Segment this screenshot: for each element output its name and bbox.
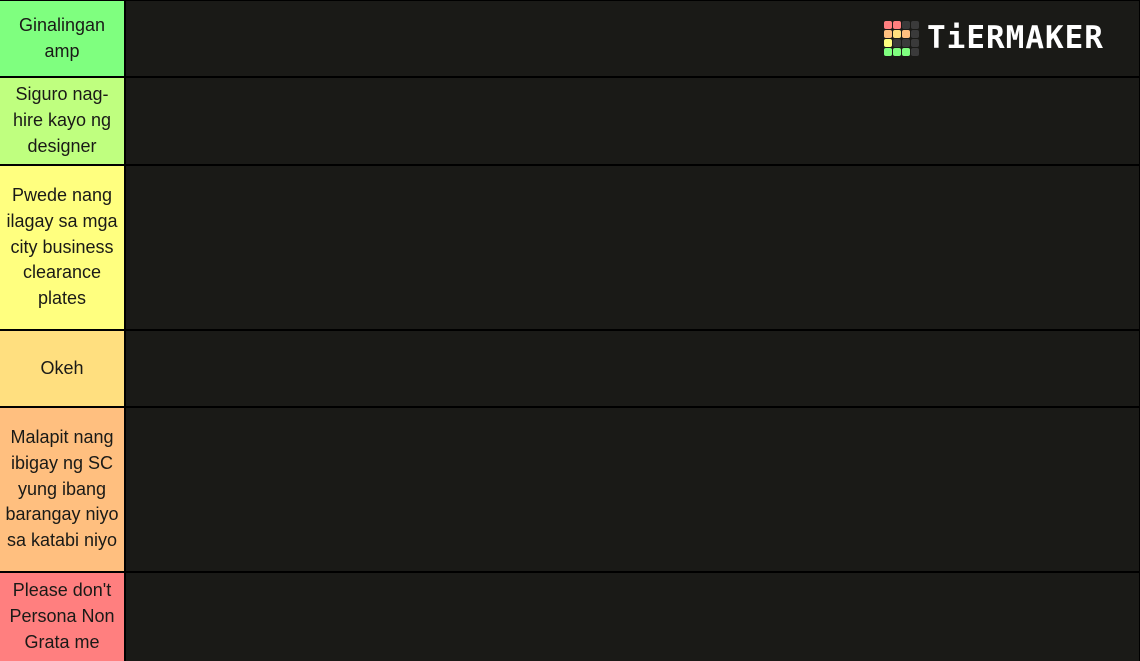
tier-items-6[interactable] xyxy=(126,573,1139,661)
tiermaker-grid-cell xyxy=(884,20,892,29)
tiermaker-grid-cell xyxy=(902,29,910,38)
tier-items-3[interactable] xyxy=(126,166,1139,329)
tier-row-4: Okeh xyxy=(0,331,1140,406)
tier-row-6: Please don't Persona Non Grata me xyxy=(0,573,1140,661)
tiermaker-wordmark: TiERMAKER xyxy=(927,20,1104,56)
tiermaker-grid-cell xyxy=(911,47,919,56)
tier-row-1: Ginalingan amp xyxy=(0,1,1140,76)
tiermaker-grid-cell xyxy=(893,47,901,56)
tier-items-2[interactable] xyxy=(126,78,1139,164)
tier-label-6[interactable]: Please don't Persona Non Grata me xyxy=(0,573,124,661)
tier-label-3[interactable]: Pwede nang ilagay sa mga city business c… xyxy=(0,166,124,329)
tier-label-4[interactable]: Okeh xyxy=(0,331,124,406)
tiermaker-grid-cell xyxy=(884,29,892,38)
tier-label-1[interactable]: Ginalingan amp xyxy=(0,1,124,76)
tiermaker-grid-cell xyxy=(911,29,919,38)
tiermaker-grid-icon xyxy=(884,20,919,56)
tiermaker-grid-cell xyxy=(893,38,901,47)
tier-row-2: Siguro nag-hire kayo ng designer xyxy=(0,78,1140,164)
tiermaker-grid-cell xyxy=(911,20,919,29)
tier-label-2[interactable]: Siguro nag-hire kayo ng designer xyxy=(0,78,124,164)
tiermaker-grid-cell xyxy=(902,47,910,56)
tier-items-4[interactable] xyxy=(126,331,1139,406)
tier-label-5[interactable]: Malapit nang ibigay ng SC yung ibang bar… xyxy=(0,408,124,571)
tier-items-1[interactable] xyxy=(126,1,1139,76)
tiermaker-grid-cell xyxy=(911,38,919,47)
tier-items-5[interactable] xyxy=(126,408,1139,571)
tier-row-5: Malapit nang ibigay ng SC yung ibang bar… xyxy=(0,408,1140,571)
tiermaker-grid-cell xyxy=(902,20,910,29)
tiermaker-grid-cell xyxy=(884,47,892,56)
tiermaker-grid-cell xyxy=(884,38,892,47)
tiermaker-grid-cell xyxy=(893,20,901,29)
tiermaker-grid-cell xyxy=(893,29,901,38)
tier-row-3: Pwede nang ilagay sa mga city business c… xyxy=(0,166,1140,329)
tiermaker-logo: TiERMAKER xyxy=(884,20,1104,56)
tiermaker-grid-cell xyxy=(902,38,910,47)
